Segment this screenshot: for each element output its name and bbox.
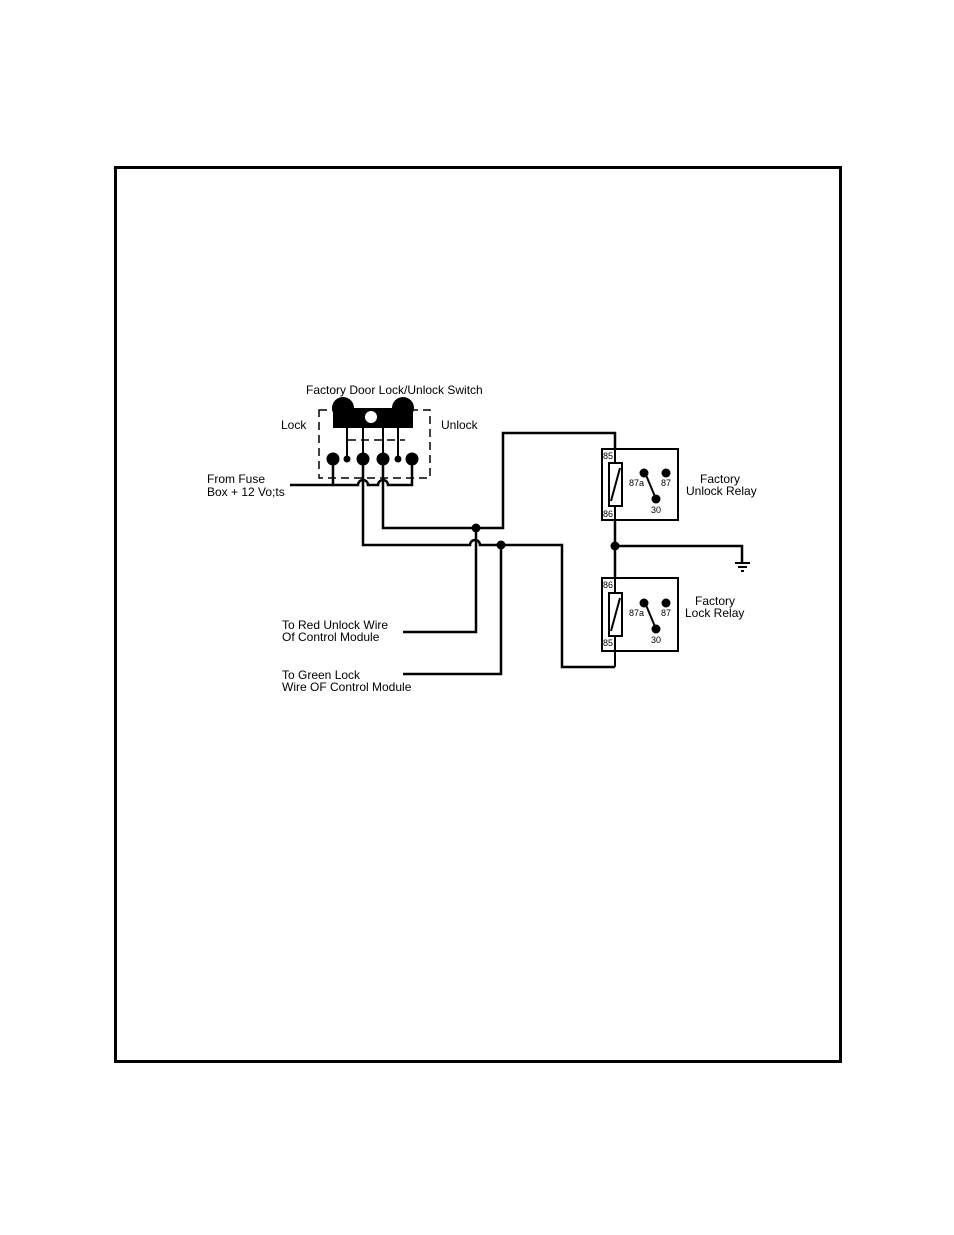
lock-pin-87a: 87a <box>629 608 644 618</box>
lock-pin-86: 86 <box>603 580 613 590</box>
switch-title: Factory Door Lock/Unlock Switch <box>306 383 483 397</box>
fuse-label-line2: Box + 12 Vo;ts <box>207 485 285 499</box>
unlock-pin-86: 86 <box>603 509 613 519</box>
lock-pin-85: 85 <box>603 638 613 648</box>
switch-unlock-label: Unlock <box>441 418 479 432</box>
lock-relay-label-line2: Lock Relay <box>685 606 744 620</box>
unlock-pin-30: 30 <box>651 505 661 515</box>
red-unlock-wire <box>403 528 476 632</box>
unlock-pin-87: 87 <box>661 478 671 488</box>
lock-pin-87: 87 <box>661 608 671 618</box>
lock-pin-30: 30 <box>651 635 661 645</box>
green-lock-wire <box>403 545 501 674</box>
fuse-input: From Fuse Box + 12 Vo;ts <box>207 472 333 499</box>
unlock-relay-label-line2: Unlock Relay <box>686 484 757 498</box>
switch-lock-output-wire <box>363 459 615 667</box>
red-wire-label-line2: Of Control Module <box>282 630 380 644</box>
green-wire-label-line2: Wire OF Control Module <box>282 680 412 694</box>
switch-rocker <box>332 397 414 428</box>
ground-icon <box>735 563 750 571</box>
unlock-pin-87a: 87a <box>629 478 644 488</box>
ground-wire <box>615 546 742 562</box>
unlock-relay: 85 86 87a 87 30 <box>602 449 678 520</box>
switch-lock-label: Lock <box>281 418 307 432</box>
unlock-pin-85: 85 <box>603 451 613 461</box>
switch-bus-wire <box>333 459 412 485</box>
switch-terminals <box>327 453 419 466</box>
lock-relay: 86 85 87a 87 30 <box>602 578 678 667</box>
fuse-label-line1: From Fuse <box>207 472 265 486</box>
switch-unlock-output-wire <box>383 433 615 528</box>
